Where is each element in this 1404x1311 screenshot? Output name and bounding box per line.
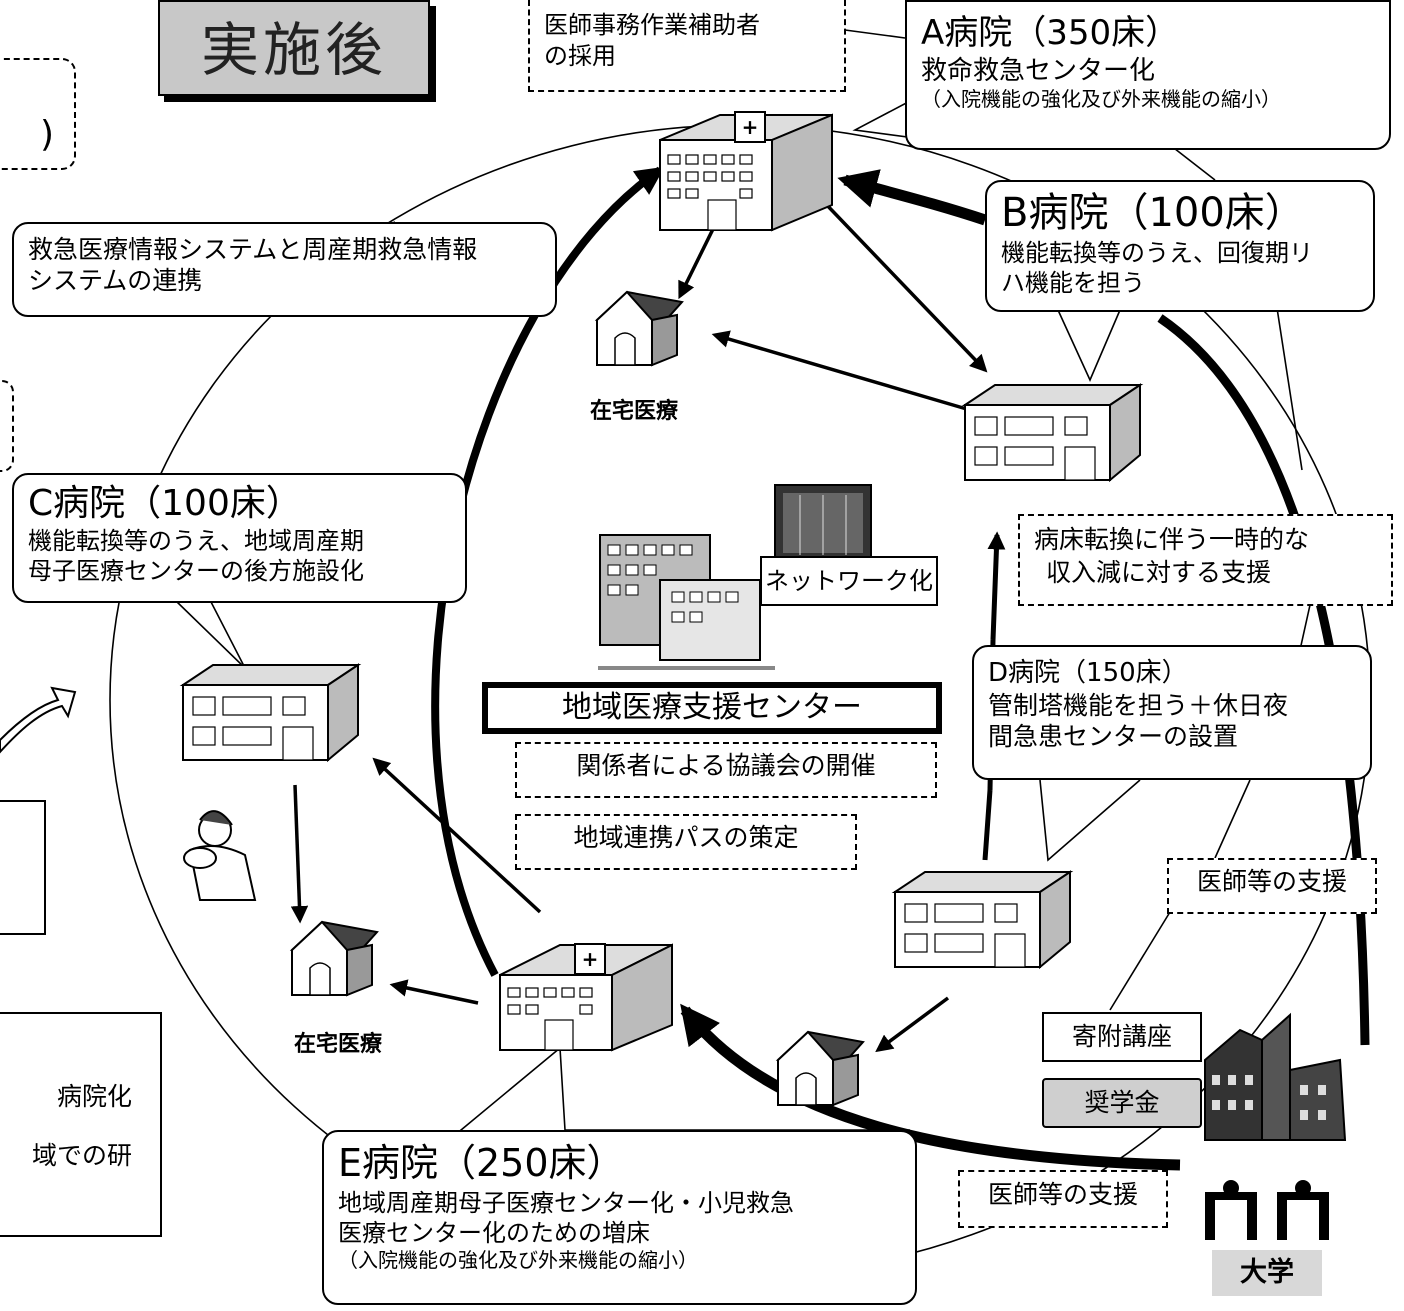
support-center-building-icon (598, 534, 775, 670)
doctor-support-note-right: 医師等の支援 (1167, 858, 1377, 914)
leader-clerk (844, 29, 906, 39)
hospital-b-desc-1: 機能転換等のうえ、回復期リ (1001, 239, 1313, 267)
left-clipped-dashed-mid (0, 380, 14, 472)
left-clipped-list: 病院化 域での研 (0, 1012, 162, 1237)
professor-icon-right (1277, 1180, 1329, 1240)
left-clipped-box (0, 800, 46, 935)
collaboration-path-note: 地域連携パスの策定 (515, 814, 857, 870)
hospital-c-desc-1: 機能転換等のうえ、地域周産期 (28, 527, 364, 555)
hospital-a-building-icon: + (659, 111, 833, 232)
leader-c (174, 599, 246, 669)
emergency-info-line-2: システムの連携 (28, 266, 203, 296)
council-note: 関係者による協議会の開催 (515, 742, 937, 798)
university-label: 大学 (1212, 1250, 1322, 1296)
left-curved-arrow (0, 686, 77, 754)
mother-baby-icon (183, 810, 257, 901)
hospital-b-callout: B病院（100床） 機能転換等のうえ、回復期リ ハ機能を担う (985, 180, 1375, 312)
emergency-info-callout: 救急医療情報システムと周産期救急情報 システムの連携 (12, 222, 557, 317)
arrow-a-to-b-clinic (820, 198, 988, 373)
hospital-a-desc-2: （入院機能の強化及び外来機能の縮小） (921, 87, 1281, 111)
left-clipped-paren: ) (39, 114, 54, 155)
clinic-b-building-icon (961, 383, 1144, 483)
clerk-line-1: 医師事務作業補助者 (544, 11, 760, 39)
arrow-d-up (985, 535, 997, 861)
home-icon-right (775, 1030, 865, 1107)
hospital-d-name: D病院（150床） (988, 658, 1188, 688)
arrow-c-to-home (290, 784, 309, 924)
endowed-chair-label: 寄附講座 (1042, 1012, 1202, 1062)
arrow-b-to-a (837, 169, 987, 226)
left-clipped-dashed-top: ) (0, 58, 76, 170)
bed-support-line-2: 収入減に対する支援 (1046, 557, 1272, 587)
support-center-label: 地域医療支援センター (482, 682, 942, 734)
leader-e (454, 1046, 566, 1136)
leader-b-right (1274, 294, 1303, 471)
arrow-e-to-c (372, 757, 542, 914)
hospital-e-callout: E病院（250床） 地域周産期母子医療センター化・小児救急 医療センター化のため… (322, 1130, 917, 1305)
home-care-label-top: 在宅医療 (590, 399, 679, 424)
university-building-icon (1204, 1012, 1347, 1141)
hospital-e-desc-2: 医療センター化のための増床 (338, 1218, 650, 1247)
svg-text:+: + (582, 947, 599, 971)
doctor-support-note-bottom: 医師等の支援 (958, 1170, 1168, 1228)
clerk-hiring-note: 医師事務作業補助者 の採用 (528, 0, 846, 92)
bed-conversion-support-note: 病床転換に伴う一時的な 収入減に対する支援 (1018, 514, 1393, 606)
hospital-a-desc-1: 救命救急センター化 (921, 55, 1156, 86)
leader-a-to-b (1169, 144, 1216, 181)
page-title: 実施後 (158, 0, 430, 96)
leader-doc-to-univ (1109, 911, 1171, 1011)
arrow-univ-to-e (680, 1003, 1181, 1171)
leader-b (1057, 309, 1121, 382)
hospital-d-desc-2: 間急患センターの設置 (988, 721, 1239, 751)
hospital-d-callout: D病院（150床） 管制塔機能を担う＋休日夜 間急患センターの設置 (972, 645, 1372, 780)
hospital-a-callout: A病院（350床） 救命救急センター化 （入院機能の強化及び外来機能の縮小） (905, 0, 1391, 150)
professor-icon-left (1205, 1180, 1257, 1240)
arrow-d-to-home (875, 996, 950, 1053)
network-label: ネットワーク化 (760, 556, 938, 606)
hospital-e-desc-3: （入院機能の強化及び外来機能の縮小） (338, 1247, 698, 1272)
leader-d (1039, 779, 1141, 862)
arrow-a-to-home (678, 224, 717, 300)
home-icon-left (289, 920, 379, 997)
hospital-c-name: C病院（100床） (28, 483, 302, 524)
clinic-c-building-icon (179, 663, 362, 763)
svg-text:+: + (742, 115, 759, 139)
hospital-b-name: B病院（100床） (1001, 190, 1305, 236)
hospital-d-desc-1: 管制塔機能を担う＋休日夜 (988, 690, 1289, 720)
left-fragment-1: 病院化 (56, 1082, 132, 1111)
hospital-c-desc-2: 母子医療センターの後方施設化 (28, 557, 364, 585)
hospital-e-desc-1: 地域周産期母子医療センター化・小児救急 (338, 1188, 794, 1217)
emergency-info-line-1: 救急医療情報システムと周産期救急情報 (28, 235, 478, 264)
leader-bedsupport (1299, 604, 1311, 651)
hospital-c-callout: C病院（100床） 機能転換等のうえ、地域周産期 母子医療センターの後方施設化 (12, 473, 467, 603)
hospital-e-building-icon: + (499, 943, 673, 1052)
arrow-e-to-home (389, 979, 479, 1005)
arrow-bclinic-to-home (711, 330, 971, 412)
home-icon-top (594, 290, 684, 367)
hospital-a-name: A病院（350床） (921, 13, 1180, 53)
home-care-label-bottom: 在宅医療 (294, 1032, 383, 1057)
left-fragment-2: 域での研 (31, 1141, 132, 1170)
hospital-b-desc-2: ハ機能を担う (1001, 269, 1145, 297)
hospital-e-name: E病院（250床） (338, 1141, 625, 1185)
bed-support-line-1: 病床転換に伴う一時的な (1034, 525, 1310, 554)
leader-d-to-doc (1214, 779, 1251, 859)
network-monitor-icon (774, 484, 872, 566)
clerk-line-2: の採用 (544, 42, 616, 71)
scholarship-label: 奨学金 (1042, 1078, 1202, 1128)
clinic-d-building-icon (891, 870, 1074, 970)
